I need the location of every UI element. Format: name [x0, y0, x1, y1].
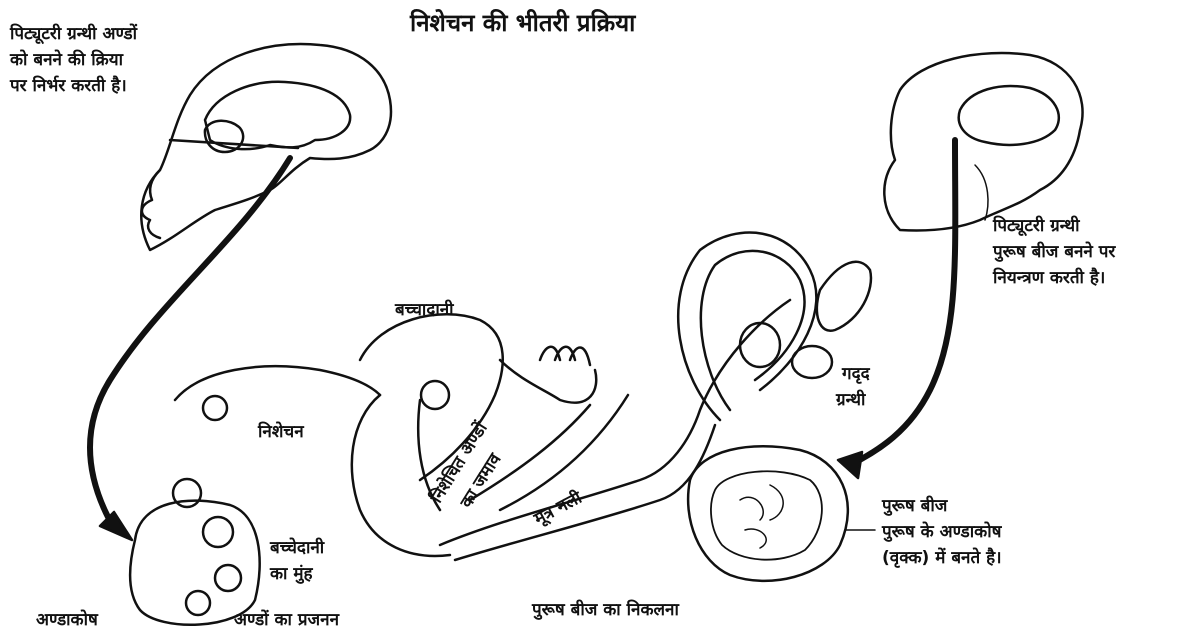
male-pituitary-label-3: नियन्त्रण करती है। [993, 266, 1105, 290]
female-hormone-arrow [90, 158, 290, 530]
egg-1 [173, 479, 201, 507]
female-pituitary-label-3: पर निर्भर करती है। [10, 74, 127, 98]
egg-3 [215, 565, 241, 591]
bladder-gland [740, 323, 780, 367]
diagram-title: निशेचन की भीतरी प्रक्रिया [410, 6, 635, 39]
prostate-label-1: गदृद [842, 362, 870, 386]
female-pituitary-label-2: को बनने की क्रिया [10, 48, 123, 72]
fallopian-tube [175, 366, 380, 400]
uterus-label: बच्चादानी [395, 298, 454, 322]
testis-tubules [740, 485, 783, 548]
fertilized-egg [203, 396, 227, 420]
prostate-gland [792, 346, 832, 378]
urethra-tube [455, 425, 715, 560]
prostate-label-2: ग्रन्थी [836, 388, 865, 412]
male-arrowhead [838, 452, 862, 478]
ovary-tube [500, 360, 596, 403]
egg-production-label: अण्डों का प्रजनन [234, 608, 339, 632]
male-pituitary-label-2: पुरूष बीज बनने पर [993, 240, 1115, 264]
female-pituitary-label-1: पिट्यूटरी ग्रन्थी अण्डों [10, 22, 137, 46]
sperm-label-2: पुरूष के अण्डाकोष [882, 520, 1001, 544]
male-pointer-line [975, 165, 988, 220]
male-pituitary-label-1: पिट्यूटरी ग्रन्थी [993, 214, 1080, 238]
female-pointer-line [170, 140, 298, 148]
cervix-label-1: बच्चेदानी [270, 536, 324, 560]
egg-4 [186, 591, 210, 615]
fertilization-label: निशेचन [258, 420, 304, 444]
egg-2 [203, 517, 233, 547]
female-brain [205, 82, 350, 149]
testis-inner [711, 471, 822, 559]
implanted-egg [421, 381, 449, 409]
fimbriae [540, 347, 590, 365]
male-brain [959, 86, 1059, 145]
seminal-vesicle [817, 262, 871, 331]
sperm-label-1: पुरूष बीज [882, 494, 947, 518]
ovary-label: अण्डाकोष [36, 608, 98, 632]
vas-deferens-loop [678, 233, 816, 420]
penis-outline [440, 300, 790, 545]
scrotum-outline [688, 446, 848, 581]
ovary-outline [130, 501, 260, 625]
vaginal-canal [352, 395, 450, 556]
sperm-label-3: (वृक्क) में बनते है। [882, 546, 1002, 570]
uterus-outline [360, 314, 503, 480]
ejaculation-label: पुरूष बीज का निकलना [532, 598, 679, 622]
cervix-label-2: का मुंह [270, 562, 313, 586]
